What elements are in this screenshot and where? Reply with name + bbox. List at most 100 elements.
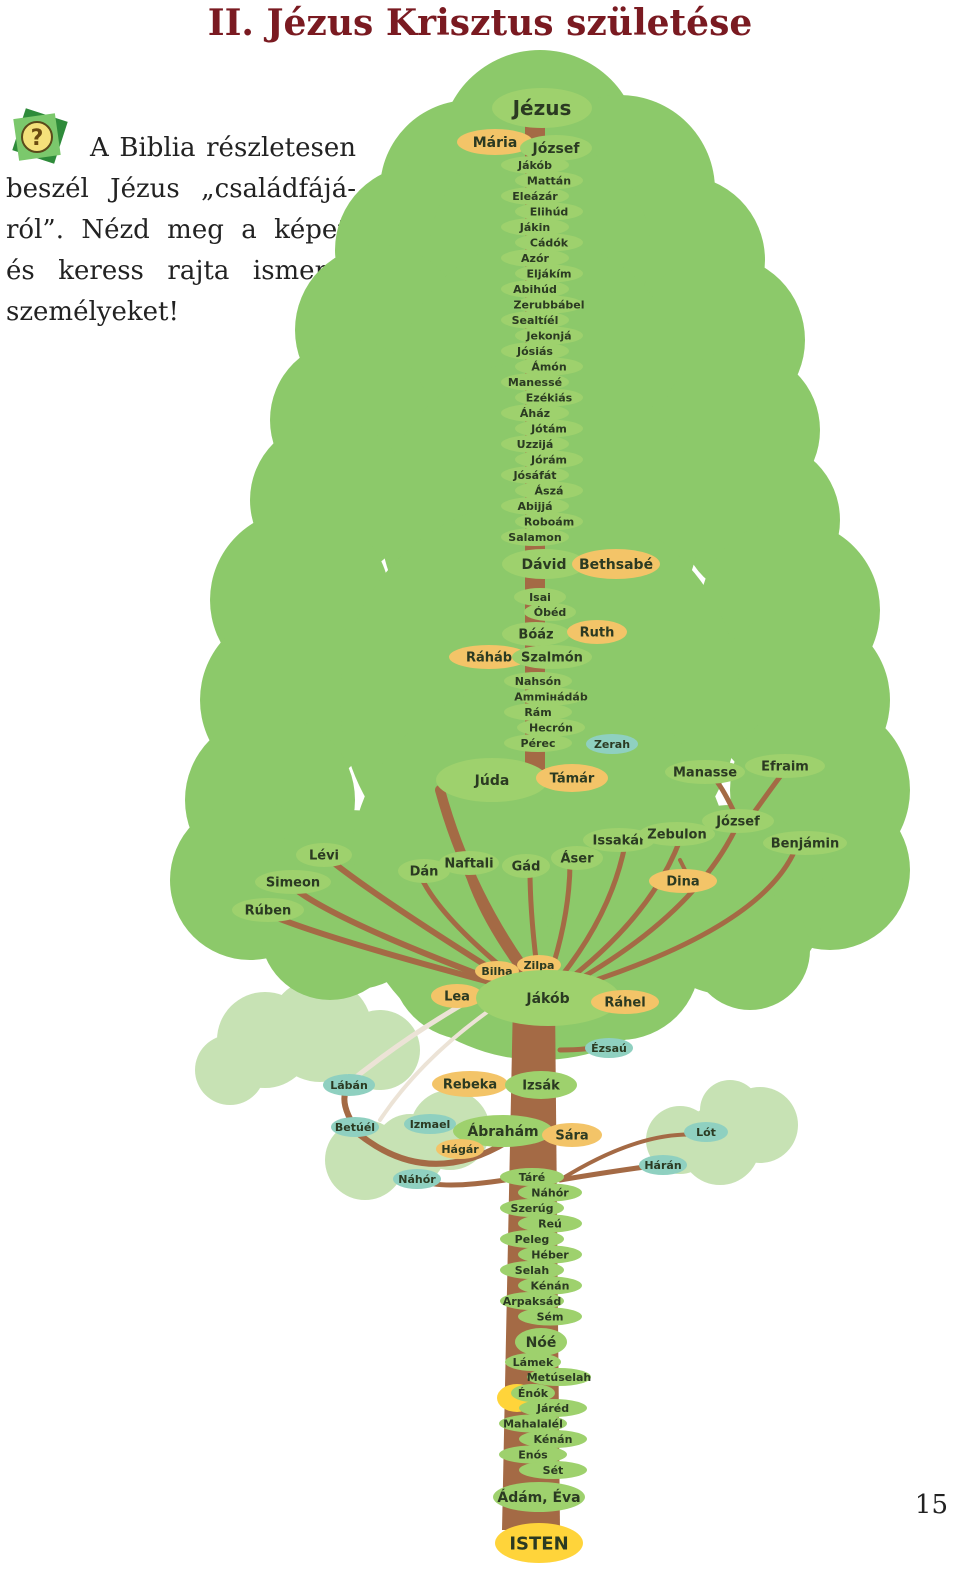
name-oval-ancestor: Metúselah: [527, 1368, 591, 1386]
oval-shape: [398, 859, 450, 883]
branch: [287, 882, 523, 993]
name-oval-joseph: József: [520, 135, 592, 161]
name-oval-ancestor: Mahalalél: [499, 1414, 567, 1433]
name-oval-ancestor: Jákób: [501, 156, 569, 174]
oval-shape: [515, 357, 583, 376]
oval-shape: [296, 843, 352, 867]
name-oval-judah: Júda: [436, 758, 548, 802]
name-label: Szalmón: [521, 651, 583, 666]
name-label: Jósáfát: [512, 469, 556, 482]
name-label: Ráhel: [604, 996, 645, 1011]
name-oval-ancestor: Ammінádáb: [514, 687, 588, 706]
intro-line: beszél Jézus „családfájá-: [6, 174, 356, 204]
name-label: Betúél: [335, 1121, 375, 1134]
oval-shape: [567, 620, 627, 644]
name-label: Enós: [518, 1448, 548, 1461]
name-label: Manessé: [508, 376, 562, 389]
name-label: Héber: [531, 1248, 569, 1261]
name-oval-tribe: Simeon: [255, 870, 331, 894]
name-label: Salamon: [508, 531, 561, 544]
oval-shape: [591, 990, 659, 1014]
name-oval-ancestor: Hecrón: [517, 718, 585, 737]
name-oval-ancestor: Isai: [514, 588, 566, 606]
oval-shape: [501, 497, 569, 515]
oval-shape: [500, 1261, 564, 1279]
name-oval-ancestor: Szerúg: [500, 1199, 564, 1217]
name-oval-ancestor: Salamon: [501, 528, 569, 546]
name-oval-rahab: Ráháb: [449, 645, 529, 669]
oval-shape: [518, 1307, 582, 1326]
name-label: Arpaksád: [503, 1295, 561, 1308]
name-label: Izmael: [410, 1118, 451, 1131]
oval-shape: [586, 734, 638, 754]
name-oval-ancestor: Elihúd: [515, 202, 583, 221]
name-oval-zerah: Zerah: [586, 734, 638, 754]
name-label: Cádók: [530, 236, 569, 249]
name-oval-tribe: Manasse: [665, 760, 745, 784]
name-oval-ancestor: Manessé: [501, 373, 569, 391]
name-label: Jákób: [517, 159, 552, 172]
name-label: Naftali: [444, 857, 493, 872]
oval-shape: [495, 1523, 583, 1563]
oval-shape: [501, 435, 569, 453]
name-label: Lót: [696, 1126, 716, 1139]
name-oval-noah: Nóé: [515, 1328, 567, 1356]
name-oval-ancestor: Nahsón: [504, 672, 572, 690]
name-label: Ádám, Éva: [497, 1489, 580, 1506]
oval-shape: [527, 1368, 591, 1386]
name-oval-jesus: Jézus: [492, 88, 592, 128]
name-oval-tribe: Gád: [502, 854, 550, 878]
name-label: Táré: [519, 1171, 545, 1184]
name-oval-lea: Lea: [431, 984, 483, 1008]
name-oval-ancestor: Peleg: [500, 1230, 564, 1248]
name-label: Náhór: [398, 1173, 436, 1186]
name-oval-ancestor: Jótám: [515, 419, 583, 438]
oval-shape: [505, 1353, 561, 1371]
name-oval-adam-eve: Ádám, Éva: [493, 1482, 585, 1512]
name-label: Izsák: [522, 1079, 560, 1094]
oval-shape: [515, 450, 583, 469]
oval-shape: [476, 970, 620, 1026]
name-label: Sealtíél: [512, 314, 559, 327]
name-label: Áház: [520, 407, 550, 420]
oval-shape: [518, 1276, 582, 1295]
name-oval-ancestor: Abihúd: [501, 280, 569, 298]
name-oval-ancestor: Jákin: [501, 218, 569, 236]
name-label: Mattán: [527, 174, 571, 187]
name-oval-jacob: Jákób: [476, 970, 620, 1026]
name-label: Kénán: [534, 1433, 573, 1446]
name-label: Mahalalél: [503, 1417, 563, 1430]
name-oval-ancestor: Jekonjá: [515, 326, 583, 345]
name-oval-ancestor: Lámek: [505, 1353, 561, 1371]
name-label: Efraim: [761, 760, 809, 775]
oval-shape: [502, 622, 570, 646]
intro-line: és keress rajta ismerős: [6, 256, 356, 286]
name-label: József: [715, 815, 760, 830]
name-label: Isai: [529, 591, 551, 604]
name-oval-ancestor: Abijjá: [501, 497, 569, 515]
name-label: Rebeka: [443, 1078, 497, 1093]
name-oval-bathsheba: Bethsabé: [572, 549, 660, 579]
oval-shape: [515, 419, 583, 438]
oval-shape: [501, 218, 569, 236]
oval-shape: [702, 809, 774, 833]
oval-shape: [515, 233, 583, 252]
name-oval-tamar: Támár: [536, 764, 608, 792]
name-label: Támár: [550, 772, 595, 787]
oval-shape: [393, 1169, 441, 1189]
name-label: Lábán: [330, 1079, 368, 1092]
name-oval-ancestor: Sealtíél: [501, 311, 569, 329]
oval-shape: [323, 1074, 375, 1096]
oval-shape: [639, 1155, 687, 1175]
oval-shape: [517, 955, 561, 975]
oval-shape: [518, 1183, 582, 1202]
name-oval-ancestor: Ezékiás: [515, 388, 583, 407]
oval-shape: [492, 88, 592, 128]
name-label: Lévi: [309, 849, 339, 864]
name-label: Ámón: [531, 360, 566, 373]
oval-shape: [519, 1399, 587, 1417]
intro-line: ról”. Nézd meg a képet,: [6, 215, 356, 245]
oval-shape: [639, 822, 715, 846]
oval-shape: [517, 718, 585, 737]
oval-shape: [436, 1139, 484, 1159]
